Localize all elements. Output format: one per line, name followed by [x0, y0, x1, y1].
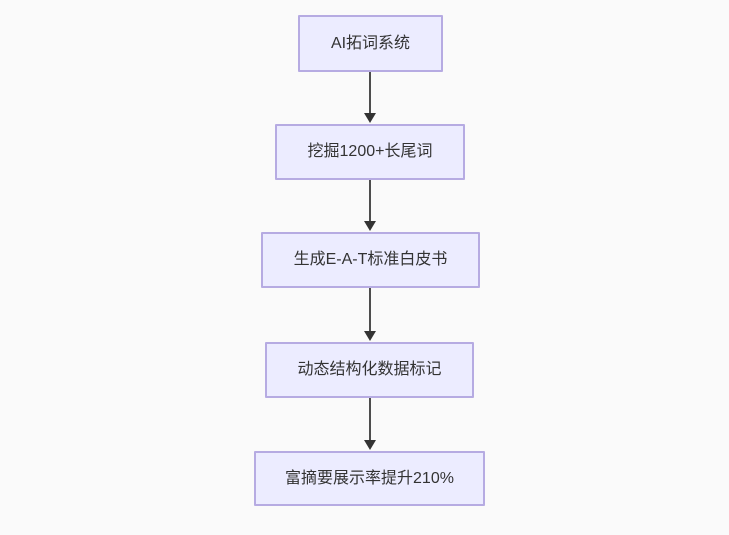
- edge-line: [369, 72, 371, 114]
- node-label: AI拓词系统: [330, 34, 411, 52]
- node-label: 生成E-A-T标准白皮书: [293, 251, 448, 269]
- flowchart-node-ai-word-expansion-system: AI拓词系统: [298, 15, 443, 72]
- arrowhead-down-icon: [364, 113, 376, 123]
- node-label: 富摘要展示率提升210%: [285, 469, 454, 487]
- flowchart-node-mine-longtail-keywords: 挖掘1200+长尾词: [275, 124, 465, 180]
- arrowhead-down-icon: [364, 331, 376, 341]
- flowchart-node-rich-snippet-rate-increase: 富摘要展示率提升210%: [254, 451, 485, 506]
- node-label: 挖掘1200+长尾词: [307, 143, 433, 161]
- flowchart-node-dynamic-structured-data-markup: 动态结构化数据标记: [265, 342, 474, 398]
- flowchart-node-generate-eat-whitepaper: 生成E-A-T标准白皮书: [261, 232, 480, 288]
- edge-line: [369, 180, 371, 222]
- node-label: 动态结构化数据标记: [297, 361, 442, 379]
- arrowhead-down-icon: [364, 440, 376, 450]
- edge-line: [369, 398, 371, 441]
- edge-line: [369, 288, 371, 332]
- arrowhead-down-icon: [364, 221, 376, 231]
